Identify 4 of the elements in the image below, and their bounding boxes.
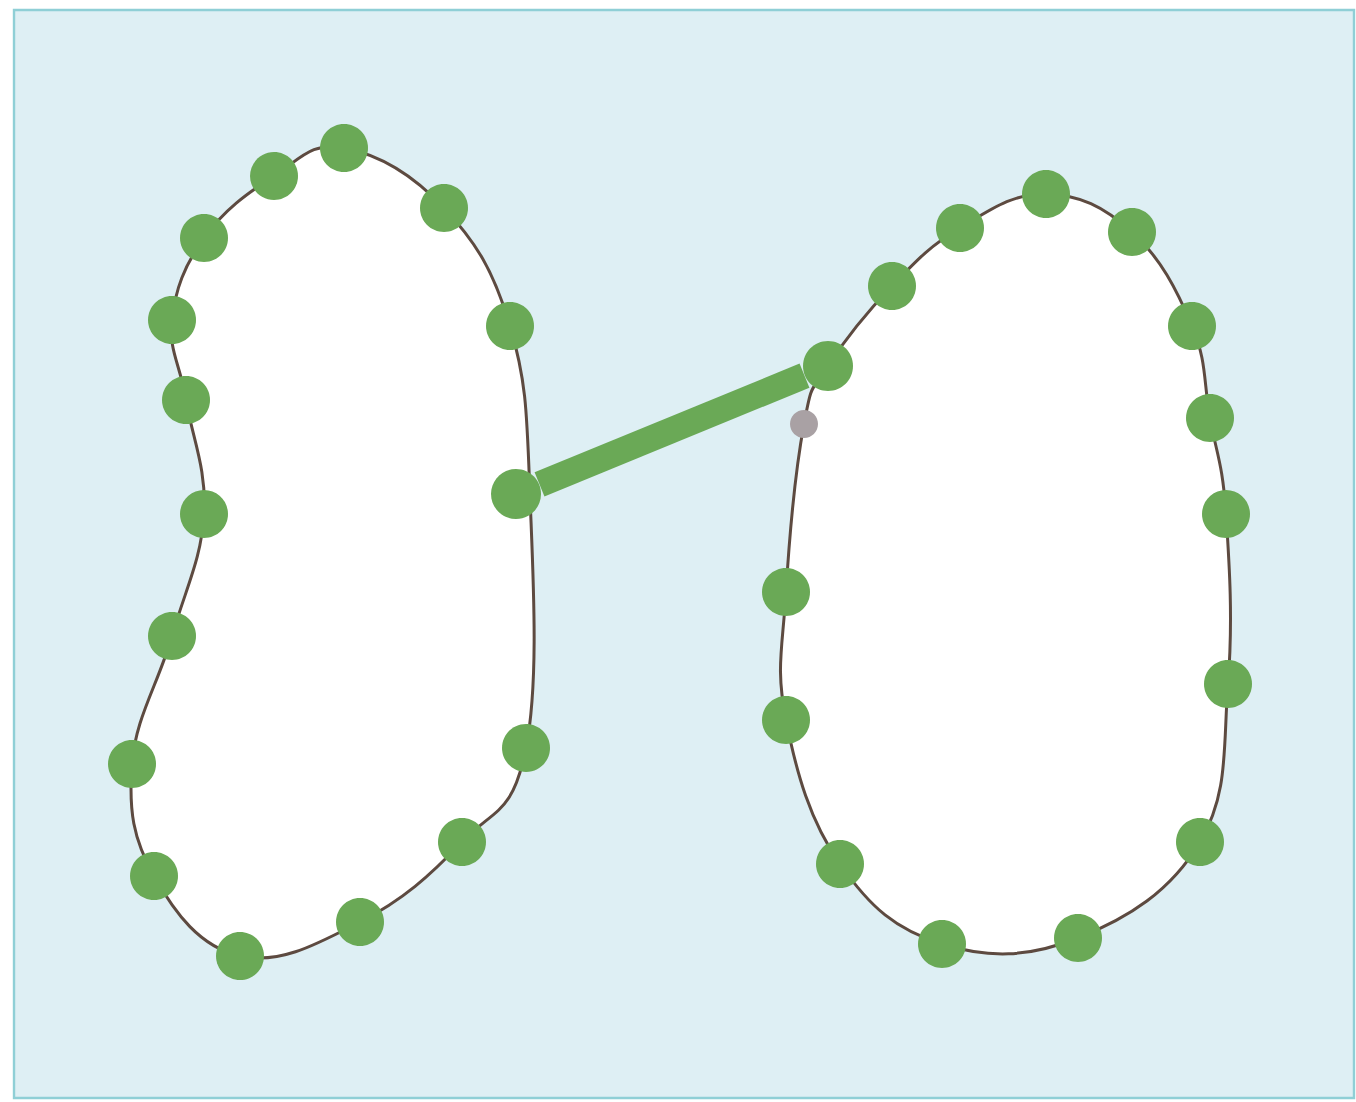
blob-shape (779, 192, 1232, 956)
blob-shape (129, 145, 536, 960)
connecting-bar (534, 363, 810, 497)
dot (491, 469, 541, 519)
